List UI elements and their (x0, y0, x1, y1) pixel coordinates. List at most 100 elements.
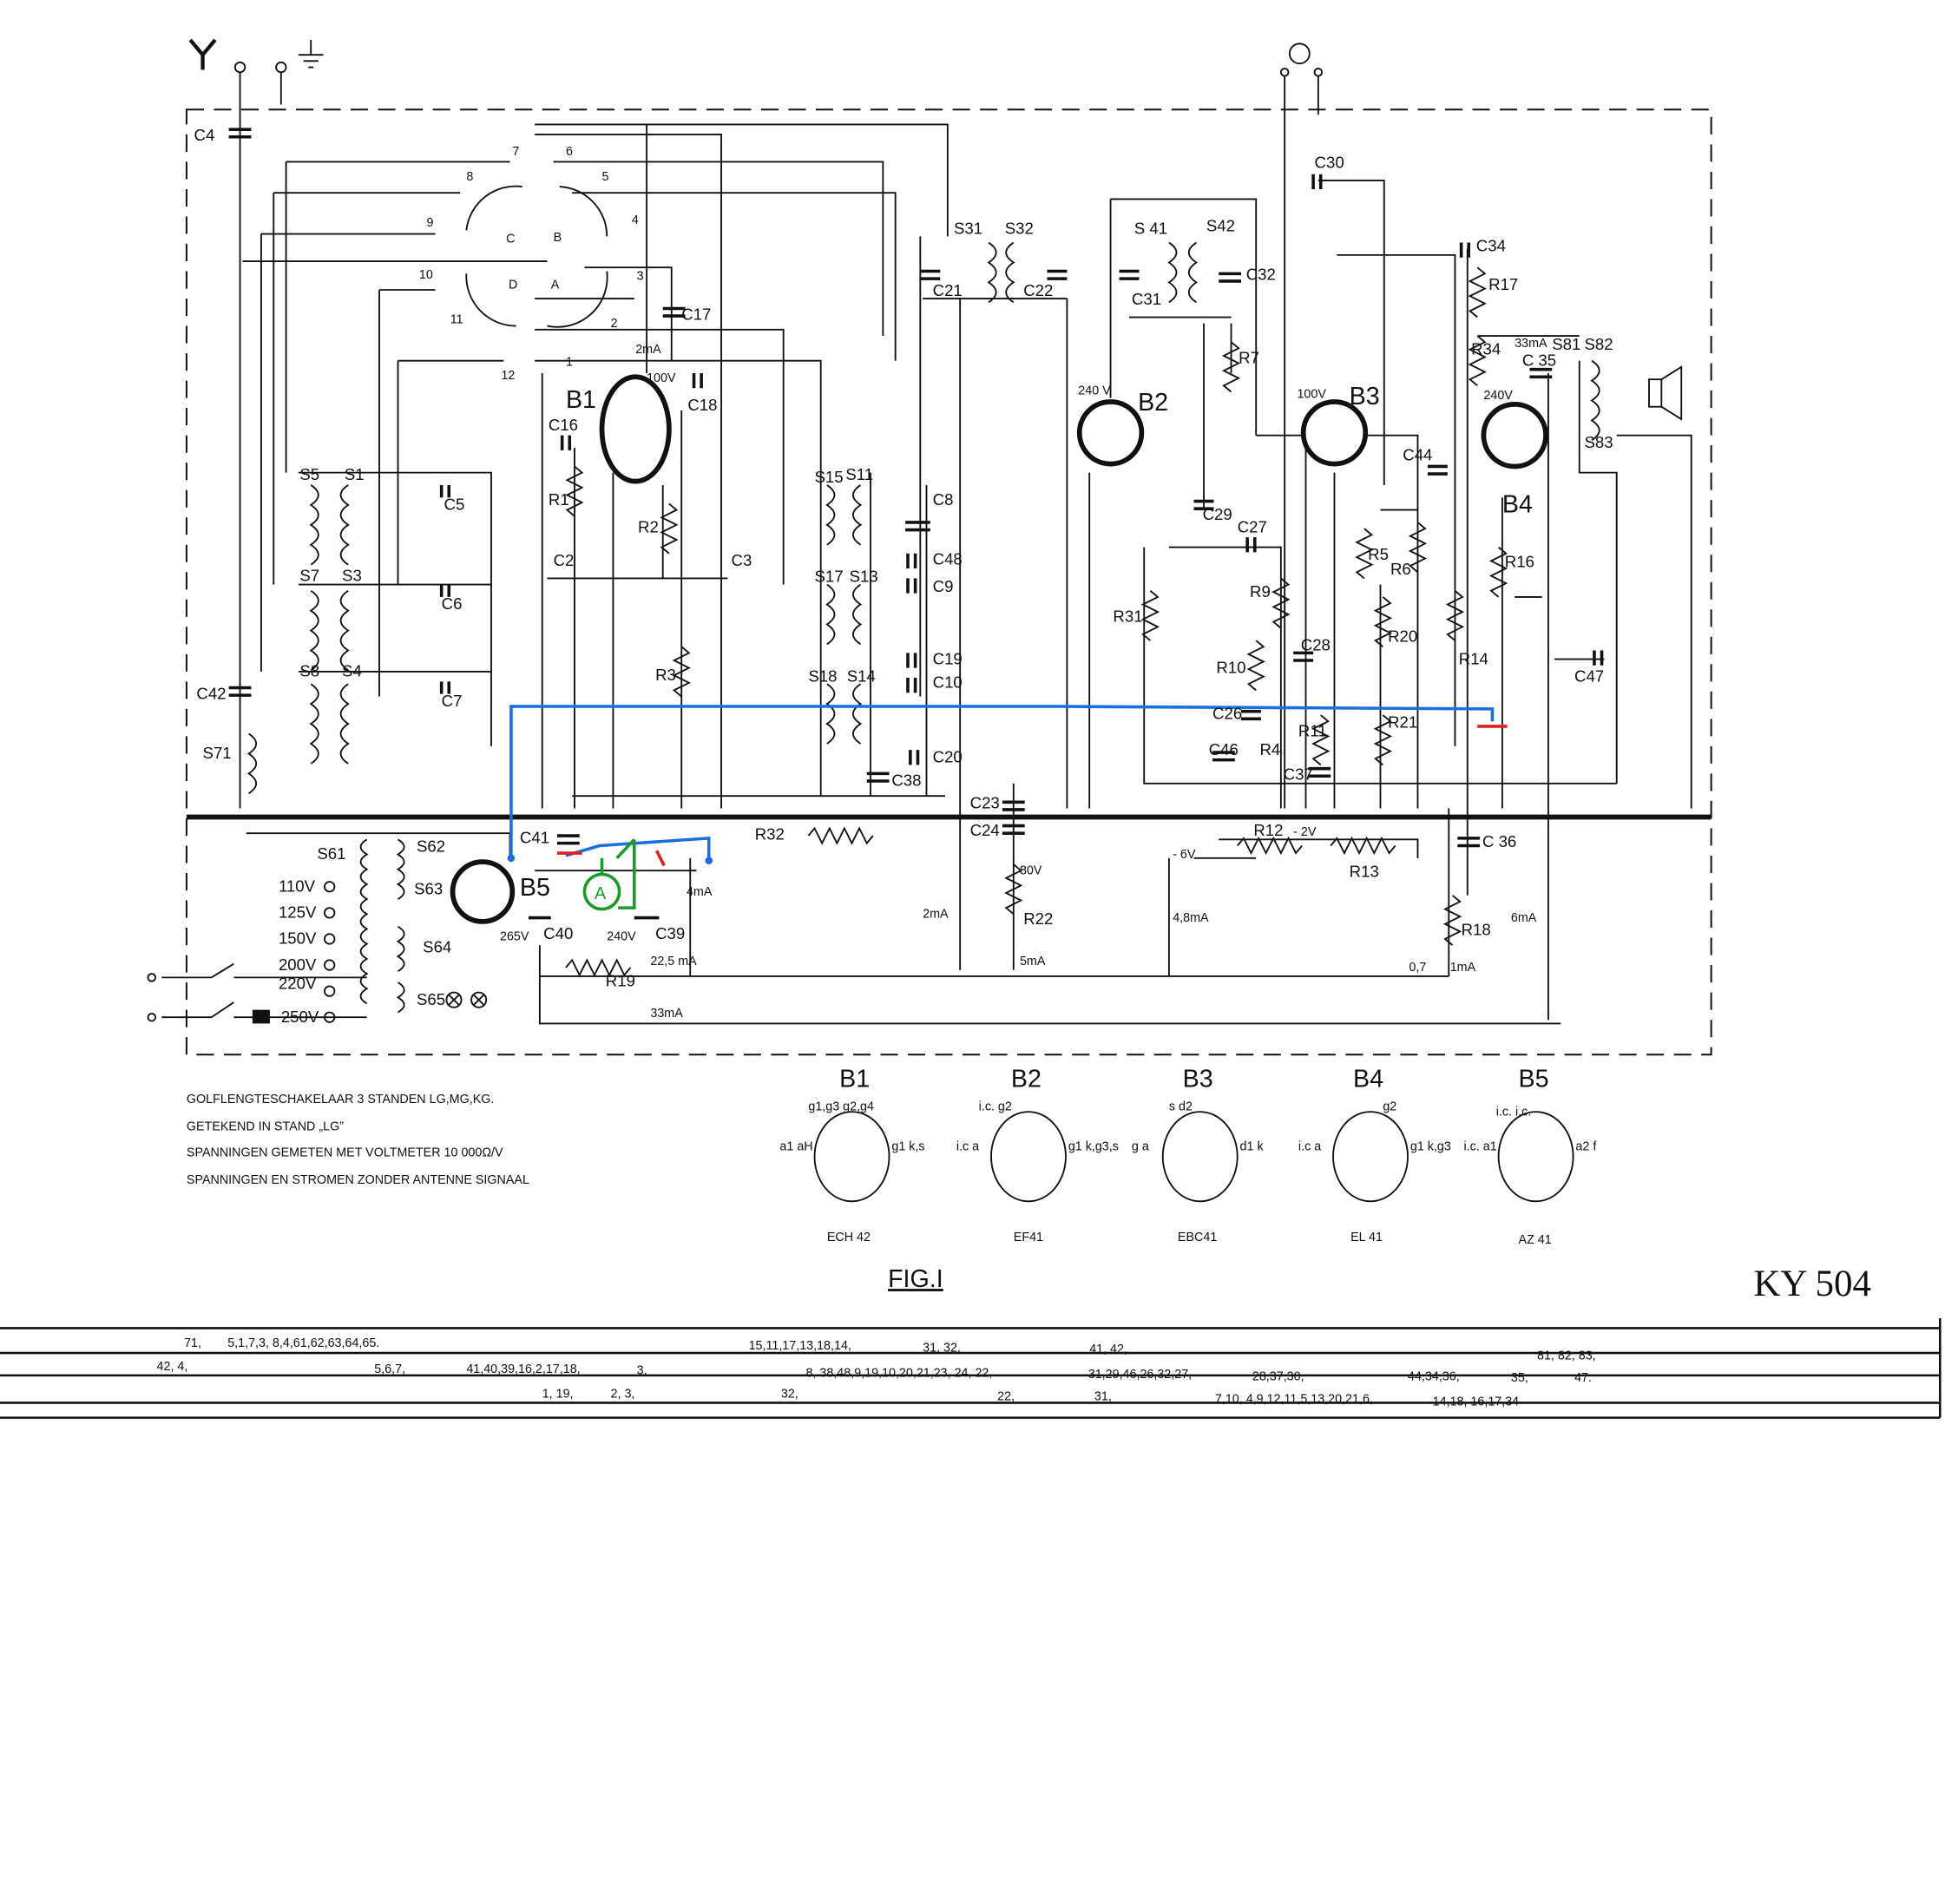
svg-text:GETEKEND IN STAND „LG”: GETEKEND IN STAND „LG” (187, 1120, 344, 1134)
svg-text:S15: S15 (815, 468, 844, 486)
svg-text:B3: B3 (1350, 383, 1380, 410)
svg-text:100V: 100V (1297, 388, 1326, 402)
svg-text:S5: S5 (299, 465, 319, 483)
blue-trace (509, 705, 1495, 858)
svg-text:4,8mA: 4,8mA (1173, 911, 1209, 925)
svg-text:C48: C48 (933, 550, 963, 568)
svg-text:B4: B4 (1353, 1065, 1383, 1093)
svg-text:2, 3,: 2, 3, (611, 1388, 635, 1402)
svg-text:B5: B5 (520, 874, 550, 902)
svg-text:EL 41: EL 41 (1350, 1231, 1383, 1244)
svg-text:6mA: 6mA (1511, 911, 1537, 925)
svg-text:R20: R20 (1388, 627, 1417, 646)
svg-text:S31: S31 (954, 220, 982, 238)
svg-text:C8: C8 (933, 490, 954, 509)
svg-text:22,: 22, (997, 1390, 1015, 1404)
svg-text:R18: R18 (1462, 921, 1491, 939)
svg-text:12: 12 (501, 369, 515, 383)
svg-text:R17: R17 (1488, 275, 1518, 293)
svg-text:i.c. i.c.: i.c. i.c. (1496, 1105, 1532, 1119)
svg-text:S1: S1 (345, 465, 365, 483)
svg-text:3: 3 (637, 270, 644, 284)
svg-text:C9: C9 (933, 577, 954, 595)
ground-icon (298, 39, 324, 69)
svg-text:6: 6 (566, 145, 573, 159)
svg-text:C27: C27 (1238, 517, 1267, 535)
svg-text:C46: C46 (1209, 740, 1239, 758)
svg-text:42, 4,: 42, 4, (157, 1360, 188, 1374)
svg-text:S64: S64 (423, 938, 451, 956)
svg-text:31,: 31, (1094, 1390, 1112, 1404)
svg-text:S18: S18 (808, 666, 837, 685)
svg-text:C29: C29 (1203, 505, 1232, 523)
svg-text:R19: R19 (606, 971, 635, 989)
tube-b2 (1076, 399, 1145, 467)
svg-text:S61: S61 (317, 844, 345, 863)
svg-text:C37: C37 (1284, 765, 1313, 784)
svg-text:C5: C5 (444, 496, 465, 514)
svg-text:SPANNINGEN EN STROMEN ZONDER A: SPANNINGEN EN STROMEN ZONDER ANTENNE SIG… (187, 1173, 529, 1187)
svg-text:C23: C23 (970, 794, 1000, 812)
svg-text:g1 k,s: g1 k,s (891, 1140, 924, 1154)
svg-text:C41: C41 (520, 829, 549, 847)
svg-text:7,10, 4,9,12,11,5,13,20,21,6,: 7,10, 4,9,12,11,5,13,20,21,6, (1215, 1392, 1373, 1406)
svg-text:B1: B1 (839, 1065, 870, 1093)
svg-text:- 6V: - 6V (1173, 848, 1196, 862)
tube-b5 (450, 859, 516, 924)
svg-text:41,40,39,16,2,17,18,: 41,40,39,16,2,17,18, (466, 1362, 580, 1376)
svg-text:C31: C31 (1132, 290, 1161, 308)
svg-text:0,7: 0,7 (1409, 961, 1426, 975)
svg-text:i.c a: i.c a (956, 1140, 979, 1154)
chassis-border (185, 108, 1712, 1056)
svg-text:R34: R34 (1471, 340, 1501, 358)
svg-text:C22: C22 (1023, 281, 1053, 299)
svg-text:125V: 125V (279, 903, 317, 922)
svg-text:S 41: S 41 (1134, 220, 1167, 238)
speaker-icon (1648, 365, 1683, 421)
svg-text:4mA: 4mA (687, 885, 713, 899)
svg-text:S11: S11 (845, 465, 873, 483)
svg-text:S4: S4 (342, 662, 362, 680)
svg-text:1: 1 (566, 355, 573, 369)
svg-text:R16: R16 (1505, 553, 1534, 571)
svg-text:4: 4 (632, 213, 639, 227)
svg-text:B4: B4 (1502, 490, 1533, 518)
svg-text:B1: B1 (566, 386, 596, 414)
svg-text:g a: g a (1132, 1140, 1149, 1154)
svg-text:B5: B5 (1519, 1065, 1549, 1093)
svg-text:B2: B2 (1011, 1065, 1041, 1093)
svg-text:R2: R2 (638, 517, 659, 535)
svg-text:C20: C20 (933, 747, 963, 765)
svg-text:33mA: 33mA (650, 1007, 683, 1021)
svg-text:g1 k,g3: g1 k,g3 (1410, 1140, 1451, 1154)
svg-text:C18: C18 (687, 396, 717, 414)
svg-text:S8: S8 (299, 662, 319, 680)
svg-text:C40: C40 (543, 924, 573, 942)
svg-text:2mA: 2mA (923, 908, 949, 922)
tube-b3 (1300, 399, 1369, 467)
green-annotation: A (582, 838, 636, 911)
svg-text:S82: S82 (1584, 335, 1613, 353)
svg-text:32,: 32, (781, 1388, 798, 1402)
svg-text:C 35: C 35 (1522, 351, 1556, 369)
parts-table-row-2: 42, 4,5,6,7, 41,40,39,16,2,17,18,3, 8, 3… (157, 1360, 1592, 1385)
svg-text:C16: C16 (549, 416, 578, 434)
svg-text:g1,g3 g2,g4: g1,g3 g2,g4 (808, 1100, 874, 1114)
svg-text:100V: 100V (647, 371, 676, 385)
svg-text:31, 32,: 31, 32, (923, 1342, 961, 1356)
svg-text:240 V: 240 V (1078, 384, 1111, 397)
svg-text:22,5 mA: 22,5 mA (650, 955, 697, 968)
svg-text:i.c. a1: i.c. a1 (1463, 1140, 1496, 1154)
svg-text:81, 82, 83,: 81, 82, 83, (1537, 1349, 1596, 1362)
svg-text:5,6,7,: 5,6,7, (374, 1362, 405, 1376)
svg-text:B: B (554, 231, 562, 245)
svg-text:C38: C38 (891, 771, 921, 790)
svg-text:S62: S62 (417, 837, 445, 856)
parts-table (0, 1317, 1942, 1419)
svg-text:R12: R12 (1253, 821, 1283, 839)
svg-text:R31: R31 (1113, 607, 1142, 626)
svg-text:71,: 71, (184, 1336, 201, 1350)
